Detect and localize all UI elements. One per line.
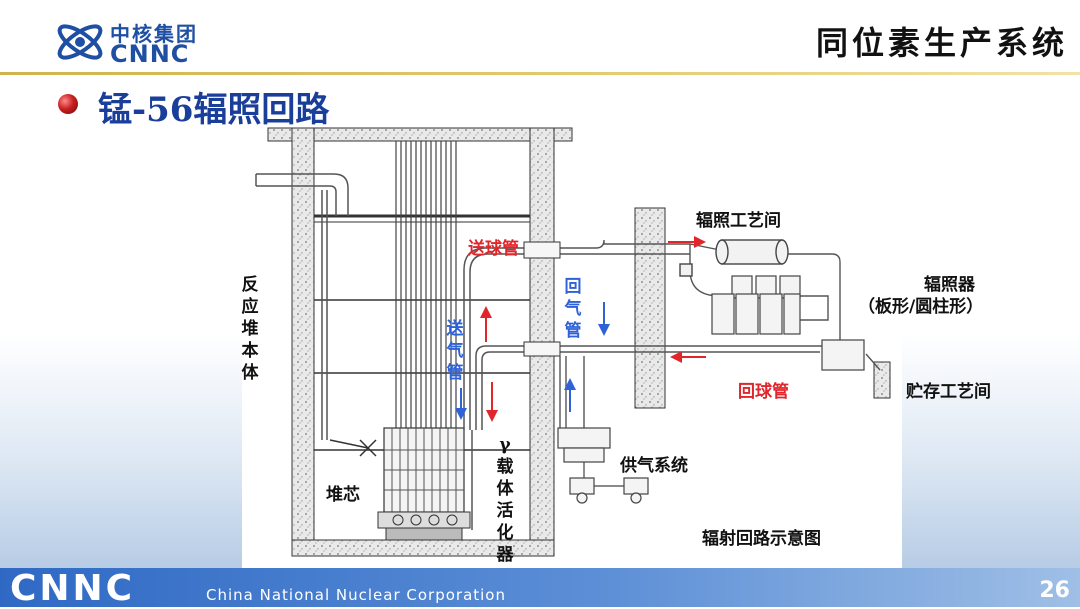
gas-supply-unit — [557, 427, 649, 504]
diagram-caption: 辐射回路示意图 — [702, 529, 821, 549]
diagram-panel — [242, 210, 902, 572]
valve-icon — [329, 439, 377, 457]
storage-room-wall — [873, 361, 891, 399]
irradiator-blocks — [711, 275, 801, 335]
return-gas-tube-label: 回气管 — [564, 277, 582, 341]
header-divider — [0, 72, 1080, 75]
gamma-carrier-activator-label: γ载体活化器 — [496, 435, 514, 565]
top-vent-pipe — [255, 173, 349, 440]
footer-logo: CNNC — [10, 568, 136, 609]
control-rod-bundle — [395, 141, 457, 430]
footer-org-name: China National Nuclear Corporation — [206, 586, 506, 604]
storage-room-label: 贮存工艺间 — [906, 382, 991, 402]
reactor-core — [377, 427, 471, 541]
irradiation-drum — [679, 239, 789, 277]
irradiator-type-label: （板形/圆柱形） — [858, 297, 984, 317]
atom-logo-icon — [57, 24, 103, 60]
irradiator-label: 辐照器 — [924, 275, 975, 295]
outer-tubes — [559, 239, 881, 430]
logo-chinese-text: 中核集团 — [110, 22, 198, 46]
gas-supply-label: 供气系统 — [620, 456, 688, 476]
red-flow-arrows — [480, 236, 706, 422]
page-number: 26 — [1039, 578, 1070, 603]
cnnc-logo: 中核集团 CNNC — [52, 14, 222, 72]
reactor-body-label: 反应堆本体 — [241, 275, 259, 383]
wall-penetrations — [523, 241, 561, 357]
section-title: 锰-56辐照回路 — [98, 90, 330, 130]
logo-english-text: CNNC — [110, 40, 190, 68]
core-label: 堆芯 — [326, 485, 360, 505]
return-ball-tube-label: 回球管 — [738, 382, 789, 402]
blue-flow-arrows — [455, 302, 610, 420]
storage-box — [821, 339, 865, 371]
irradiation-room-wall — [634, 207, 666, 409]
send-gas-tube-label: 送气管 — [446, 319, 464, 383]
bullet-icon — [58, 94, 78, 114]
loop-tubes — [463, 247, 572, 530]
footer-band — [0, 568, 1080, 607]
send-ball-tube-label: 送球管 — [468, 239, 519, 259]
page-title: 同位素生产系统 — [815, 24, 1068, 62]
irradiation-room-label: 辐照工艺间 — [696, 211, 781, 231]
